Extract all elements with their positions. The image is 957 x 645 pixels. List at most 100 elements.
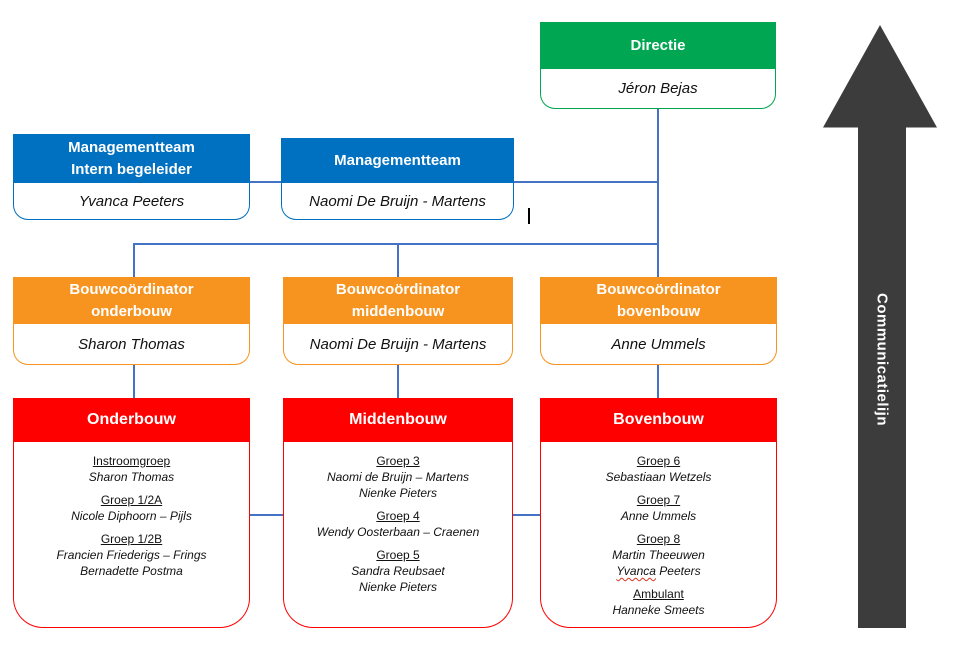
group-title: Groep 3 xyxy=(376,454,420,468)
communication-arrow-label: Communicatielijn xyxy=(873,293,891,427)
person-name: Wendy Oosterbaan – Craenen xyxy=(316,525,480,539)
connector-coordinators-horizontal xyxy=(133,243,658,245)
node-directie-person: Jéron Bejas xyxy=(540,69,776,109)
connector-coord-dept-3 xyxy=(657,365,659,398)
dept-onderbouw-header: Onderbouw xyxy=(13,398,250,442)
group-entry: Groep 7 Anne Ummels xyxy=(541,492,776,524)
person-name: Anne Ummels xyxy=(620,509,697,523)
header-line: Bouwcoördinator xyxy=(335,280,461,298)
person-name: Sharon Thomas xyxy=(78,335,185,353)
spellcheck-underline: Yvanca xyxy=(616,564,656,578)
person-name: Yvanca Peeters xyxy=(616,564,701,578)
person-name: Naomi De Bruijn - Martens xyxy=(309,192,486,210)
group-title: Groep 8 xyxy=(636,532,681,546)
group-title: Groep 1/2B xyxy=(100,532,163,546)
node-coordinator-onderbouw-header: Bouwcoördinator onderbouw xyxy=(13,277,250,324)
person-name: Francien Friederigs – Frings xyxy=(56,548,207,562)
header-line: Intern begeleider xyxy=(71,160,192,178)
header-line: Managementteam xyxy=(334,151,461,169)
person-name: Sandra Reubsaet xyxy=(351,564,445,578)
dept-bovenbouw-header: Bovenbouw xyxy=(540,398,777,442)
dept-title: Bovenbouw xyxy=(613,411,704,428)
group-title: Groep 7 xyxy=(636,493,681,507)
group-title: Ambulant xyxy=(633,587,684,601)
node-directie-header: Directie xyxy=(540,22,776,69)
group-member-names: Wendy Oosterbaan – Craenen xyxy=(284,524,512,540)
node-coordinator-middenbouw-person: Naomi De Bruijn - Martens xyxy=(283,324,513,365)
group-member-names: Hanneke Smeets xyxy=(541,602,776,618)
header-line: bovenbouw xyxy=(616,302,701,320)
node-coordinator-onderbouw: Bouwcoördinator onderbouw Sharon Thomas xyxy=(13,277,250,365)
person-name: Yvanca Peeters xyxy=(78,192,185,210)
group-title: Groep 4 xyxy=(376,509,420,523)
header-line: Managementteam xyxy=(68,138,195,156)
node-coordinator-onderbouw-person: Sharon Thomas xyxy=(13,324,250,365)
dept-title: Onderbouw xyxy=(87,411,176,428)
person-name: Martin Theeuwen xyxy=(612,548,705,562)
person-name: Nienke Pieters xyxy=(358,580,438,594)
group-title: Instroomgroep xyxy=(92,454,171,468)
node-managementteam-intern: Managementteam Intern begeleider Yvanca … xyxy=(13,134,250,220)
person-name: Bernadette Postma xyxy=(80,564,183,578)
node-coordinator-middenbouw: Bouwcoördinator middenbouw Naomi De Brui… xyxy=(283,277,513,365)
connector-dept-bridge-1 xyxy=(250,514,283,516)
person-name: Naomi de Bruijn – Martens xyxy=(326,470,470,484)
node-managementteam-intern-person: Yvanca Peeters xyxy=(13,183,250,220)
group-member-names: Nicole Diphoorn – Pijls xyxy=(14,508,249,524)
node-managementteam: Managementteam Naomi De Bruijn - Martens xyxy=(281,138,514,220)
header-line: Bouwcoördinator xyxy=(69,280,194,298)
group-title: Groep 1/2A xyxy=(100,493,163,507)
connector-drop-onderbouw xyxy=(133,243,135,277)
node-managementteam-intern-header: Managementteam Intern begeleider xyxy=(13,134,250,183)
connector-coord-dept-2 xyxy=(397,365,399,398)
group-member-names: Sharon Thomas xyxy=(14,469,249,485)
person-name: Jéron Bejas xyxy=(618,80,698,97)
person-name: Hanneke Smeets xyxy=(612,603,705,617)
group-member-names: Anne Ummels xyxy=(541,508,776,524)
person-name: Sharon Thomas xyxy=(88,470,175,484)
node-coordinator-bovenbouw-header: Bouwcoördinator bovenbouw xyxy=(540,277,777,324)
dept-middenbouw-header: Middenbouw xyxy=(283,398,513,442)
connector-drop-middenbouw xyxy=(397,243,399,277)
group-member-names: Sebastiaan Wetzels xyxy=(541,469,776,485)
group-title: Groep 6 xyxy=(636,454,681,468)
person-name: Nienke Pieters xyxy=(358,486,438,500)
person-name: Sebastiaan Wetzels xyxy=(605,470,712,484)
header-line: Bouwcoördinator xyxy=(596,280,721,298)
header-line: middenbouw xyxy=(351,302,445,320)
person-name: Naomi De Bruijn - Martens xyxy=(309,335,487,353)
group-title: Groep 5 xyxy=(376,548,420,562)
node-directie: Directie Jéron Bejas xyxy=(540,22,776,109)
connector-dept-bridge-2 xyxy=(513,514,540,516)
node-directie-title: Directie xyxy=(630,36,686,54)
text-cursor xyxy=(528,208,530,224)
node-coordinator-middenbouw-header: Bouwcoördinator middenbouw xyxy=(283,277,513,324)
person-name: Anne Ummels xyxy=(611,335,706,353)
header-line: onderbouw xyxy=(91,302,172,320)
node-coordinator-bovenbouw: Bouwcoördinator bovenbouw Anne Ummels xyxy=(540,277,777,365)
connector-coord-dept-1 xyxy=(133,365,135,398)
connector-directie-vertical xyxy=(657,109,659,277)
group-entry: Groep 6 Sebastiaan Wetzels xyxy=(541,453,776,485)
node-coordinator-bovenbouw-person: Anne Ummels xyxy=(540,324,777,365)
node-managementteam-header: Managementteam xyxy=(281,138,514,183)
dept-title: Middenbouw xyxy=(349,411,447,428)
